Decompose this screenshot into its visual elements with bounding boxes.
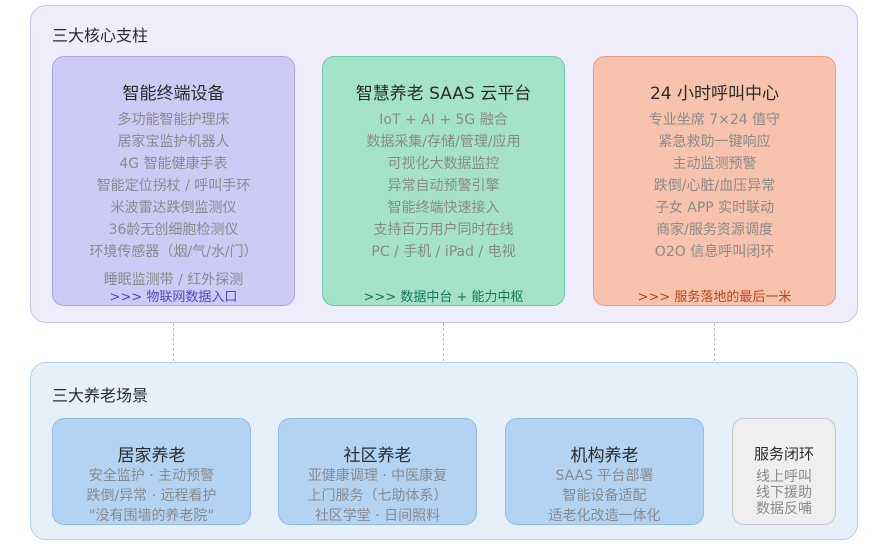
scene-title: 机构养老 [570,446,639,466]
scene-line: SAAS 平台部署 [555,468,654,484]
pillar-saas-platform: 智慧养老 SAAS 云平台 IoT + AI + 5G 融合 数据采集/存储/管… [322,56,565,306]
scene-line-list: 亚健康调理 · 中医康复 上门服务（七助体系） 社区学堂 · 日间照料 [279,466,476,526]
pillar-item: 环境传感器（烟/气/水/门） [89,244,258,260]
pillar-item: 数据采集/存储/管理/应用 [366,134,521,150]
scenes-title: 三大养老场景 [52,386,149,405]
pillar-item: 商家/服务资源调度 [656,222,773,238]
loop-title: 服务闭环 [753,445,814,463]
pillar-smart-devices: 智能终端设备 多功能智能护理床 居家宝监护机器人 4G 智能健康手表 智能定位拐… [52,56,295,306]
pillar-title: 智慧养老 SAAS 云平台 [355,84,532,104]
scene-line-list: SAAS 平台部署 智能设备适配 适老化改造一体化 [506,466,703,526]
loop-line: 线上呼叫 [756,469,812,485]
pillar-item: 支持百万用户同时在线 [373,222,514,238]
scene-line-list: 安全监护 · 主动预警 跌倒/异常 · 远程看护 "没有围墙的养老院" [53,466,250,526]
pillar-item: IoT + AI + 5G 融合 [379,112,508,128]
pillar-item: 多功能智能护理床 [117,112,230,128]
scene-title: 居家养老 [117,446,186,466]
pillar-item: 异常自动预警引擎 [387,178,500,194]
loop-line: 数据反哺 [756,501,812,517]
pillar-item: 居家宝监护机器人 [117,134,230,150]
pillar-item-list: 多功能智能护理床 居家宝监护机器人 4G 智能健康手表 智能定位拐杖 / 呼叫手… [53,109,294,291]
pillar-footer: >>> 数据中台 + 能力中枢 [363,290,524,305]
loop-line: 线下援助 [756,485,812,501]
pillar-item: 可视化大数据监控 [387,156,500,172]
scene-line: 社区学堂 · 日间照料 [314,508,441,524]
scene-line: "没有围墙的养老院" [89,508,214,524]
pillar-item: 紧急救助一键响应 [658,134,771,150]
pillar-call-center: 24 小时呼叫中心 专业坐席 7×24 值守 紧急救助一键响应 主动监测预警 跌… [593,56,836,306]
scene-line: 亚健康调理 · 中医康复 [307,468,448,484]
service-loop-box: 服务闭环 线上呼叫 线下援助 数据反哺 [732,418,836,525]
loop-line-list: 线上呼叫 线下援助 数据反哺 [733,469,835,517]
pillar-item: 36龄无创细胞检测仪 [108,222,239,238]
pillar-item: 跌倒/心脏/血压异常 [653,178,776,194]
scene-institution-care: 机构养老 SAAS 平台部署 智能设备适配 适老化改造一体化 [505,418,704,525]
pillar-item-list: IoT + AI + 5G 融合 数据采集/存储/管理/应用 可视化大数据监控 … [323,109,564,263]
core-pillars-title: 三大核心支柱 [52,26,149,45]
pillar-item: 主动监测预警 [672,156,757,172]
pillar-item: 智能定位拐杖 / 呼叫手环 [96,178,251,194]
pillar-item: 4G 智能健康手表 [119,156,228,172]
scene-community-care: 社区养老 亚健康调理 · 中医康复 上门服务（七助体系） 社区学堂 · 日间照料 [278,418,477,525]
scene-line: 安全监护 · 主动预警 [88,468,215,484]
scene-title: 社区养老 [343,446,412,466]
pillar-title: 24 小时呼叫中心 [649,84,780,104]
scene-home-care: 居家养老 安全监护 · 主动预警 跌倒/异常 · 远程看护 "没有围墙的养老院" [52,418,251,525]
scene-line: 智能设备适配 [562,488,647,504]
pillar-item: 子女 APP 实时联动 [654,200,775,216]
connector-line [443,323,444,361]
pillar-footer: >>> 服务落地的最后一米 [637,290,792,305]
pillar-footer: >>> 物联网数据入口 [109,290,238,305]
pillar-item: 专业坐席 7×24 值守 [648,112,781,128]
pillar-title: 智能终端设备 [122,84,225,104]
scene-line: 上门服务（七助体系） [307,488,448,504]
connector-line [173,323,174,361]
pillar-item-list: 专业坐席 7×24 值守 紧急救助一键响应 主动监测预警 跌倒/心脏/血压异常 … [594,109,835,263]
pillar-item: PC / 手机 / iPad / 电视 [371,244,516,260]
pillar-item: 智能终端快速接入 [387,200,500,216]
connector-line [714,323,715,361]
scene-line: 跌倒/异常 · 远程看护 [86,488,217,504]
pillar-item: O2O 信息呼叫闭环 [654,244,775,260]
pillar-item: 睡眠监测带 / 红外探测 [103,272,244,288]
pillar-item: 米波雷达跌倒监测仪 [110,200,237,216]
scene-line: 适老化改造一体化 [548,508,661,524]
